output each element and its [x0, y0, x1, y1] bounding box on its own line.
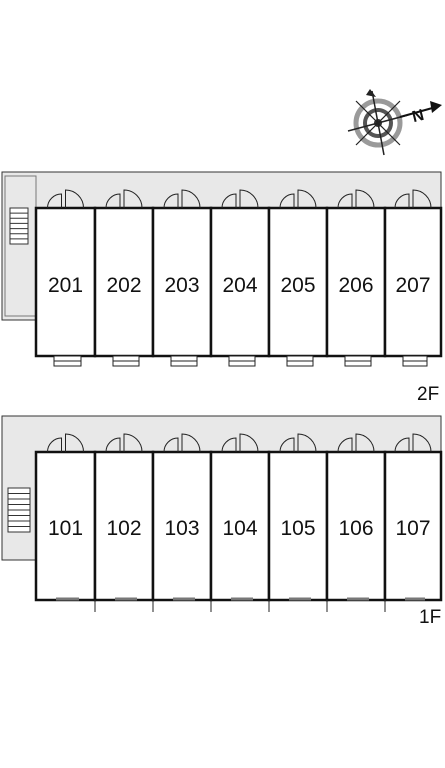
door-icon [337, 189, 375, 209]
door-icon [221, 189, 259, 209]
unit-201: 201 [34, 189, 97, 367]
compass-icon: N [347, 89, 442, 156]
door-icon [394, 189, 432, 209]
unit-102: 102 [93, 433, 155, 612]
unit-number: 101 [48, 517, 83, 540]
unit-number: 102 [106, 517, 141, 540]
unit-204: 204 [209, 189, 271, 367]
unit-103: 103 [151, 433, 213, 612]
door-icon [394, 433, 432, 453]
unit-number: 205 [280, 274, 315, 297]
unit-104: 104 [209, 433, 271, 612]
floor-1f: 101 102 103 104 105 106 107 1F [1, 415, 443, 628]
balcony-icon [286, 355, 314, 367]
unit-202: 202 [93, 189, 155, 367]
unit-number: 202 [106, 274, 141, 297]
unit-206: 206 [325, 189, 387, 367]
unit-number: 204 [222, 274, 257, 297]
door-icon [105, 189, 143, 209]
balcony-icon [344, 355, 372, 367]
door-icon [337, 433, 375, 453]
balcony-icon [112, 355, 140, 367]
floor-label-1f: 1F [419, 607, 441, 628]
unit-number: 105 [280, 517, 315, 540]
unit-107: 107 [383, 433, 443, 612]
door-icon [47, 433, 84, 453]
balcony-icon [53, 355, 82, 367]
unit-number: 106 [338, 517, 373, 540]
door-icon [105, 433, 143, 453]
door-icon [163, 189, 201, 209]
balcony-icon [402, 355, 428, 367]
compass-north-label: N [410, 107, 425, 126]
unit-number: 107 [395, 517, 430, 540]
balcony-icon [228, 355, 256, 367]
floor-label-2f: 2F [417, 384, 439, 405]
unit-number: 201 [48, 274, 83, 297]
stairs-icon [9, 207, 29, 245]
door-icon [221, 433, 259, 453]
door-icon [163, 433, 201, 453]
unit-number: 207 [395, 274, 430, 297]
unit-number: 206 [338, 274, 373, 297]
unit-number: 203 [164, 274, 199, 297]
door-icon [279, 433, 317, 453]
balcony-icon [170, 355, 198, 367]
unit-205: 205 [267, 189, 329, 367]
door-icon [47, 189, 84, 209]
floor-2f: 201 202 203 204 205 206 207 2F [1, 171, 443, 405]
stairs-icon [7, 487, 31, 533]
unit-101: 101 [34, 433, 97, 602]
unit-number: 103 [164, 517, 199, 540]
unit-number: 104 [222, 517, 257, 540]
unit-105: 105 [267, 433, 329, 612]
door-icon [279, 189, 317, 209]
unit-207: 207 [383, 189, 443, 367]
unit-106: 106 [325, 433, 387, 612]
unit-203: 203 [151, 189, 213, 367]
